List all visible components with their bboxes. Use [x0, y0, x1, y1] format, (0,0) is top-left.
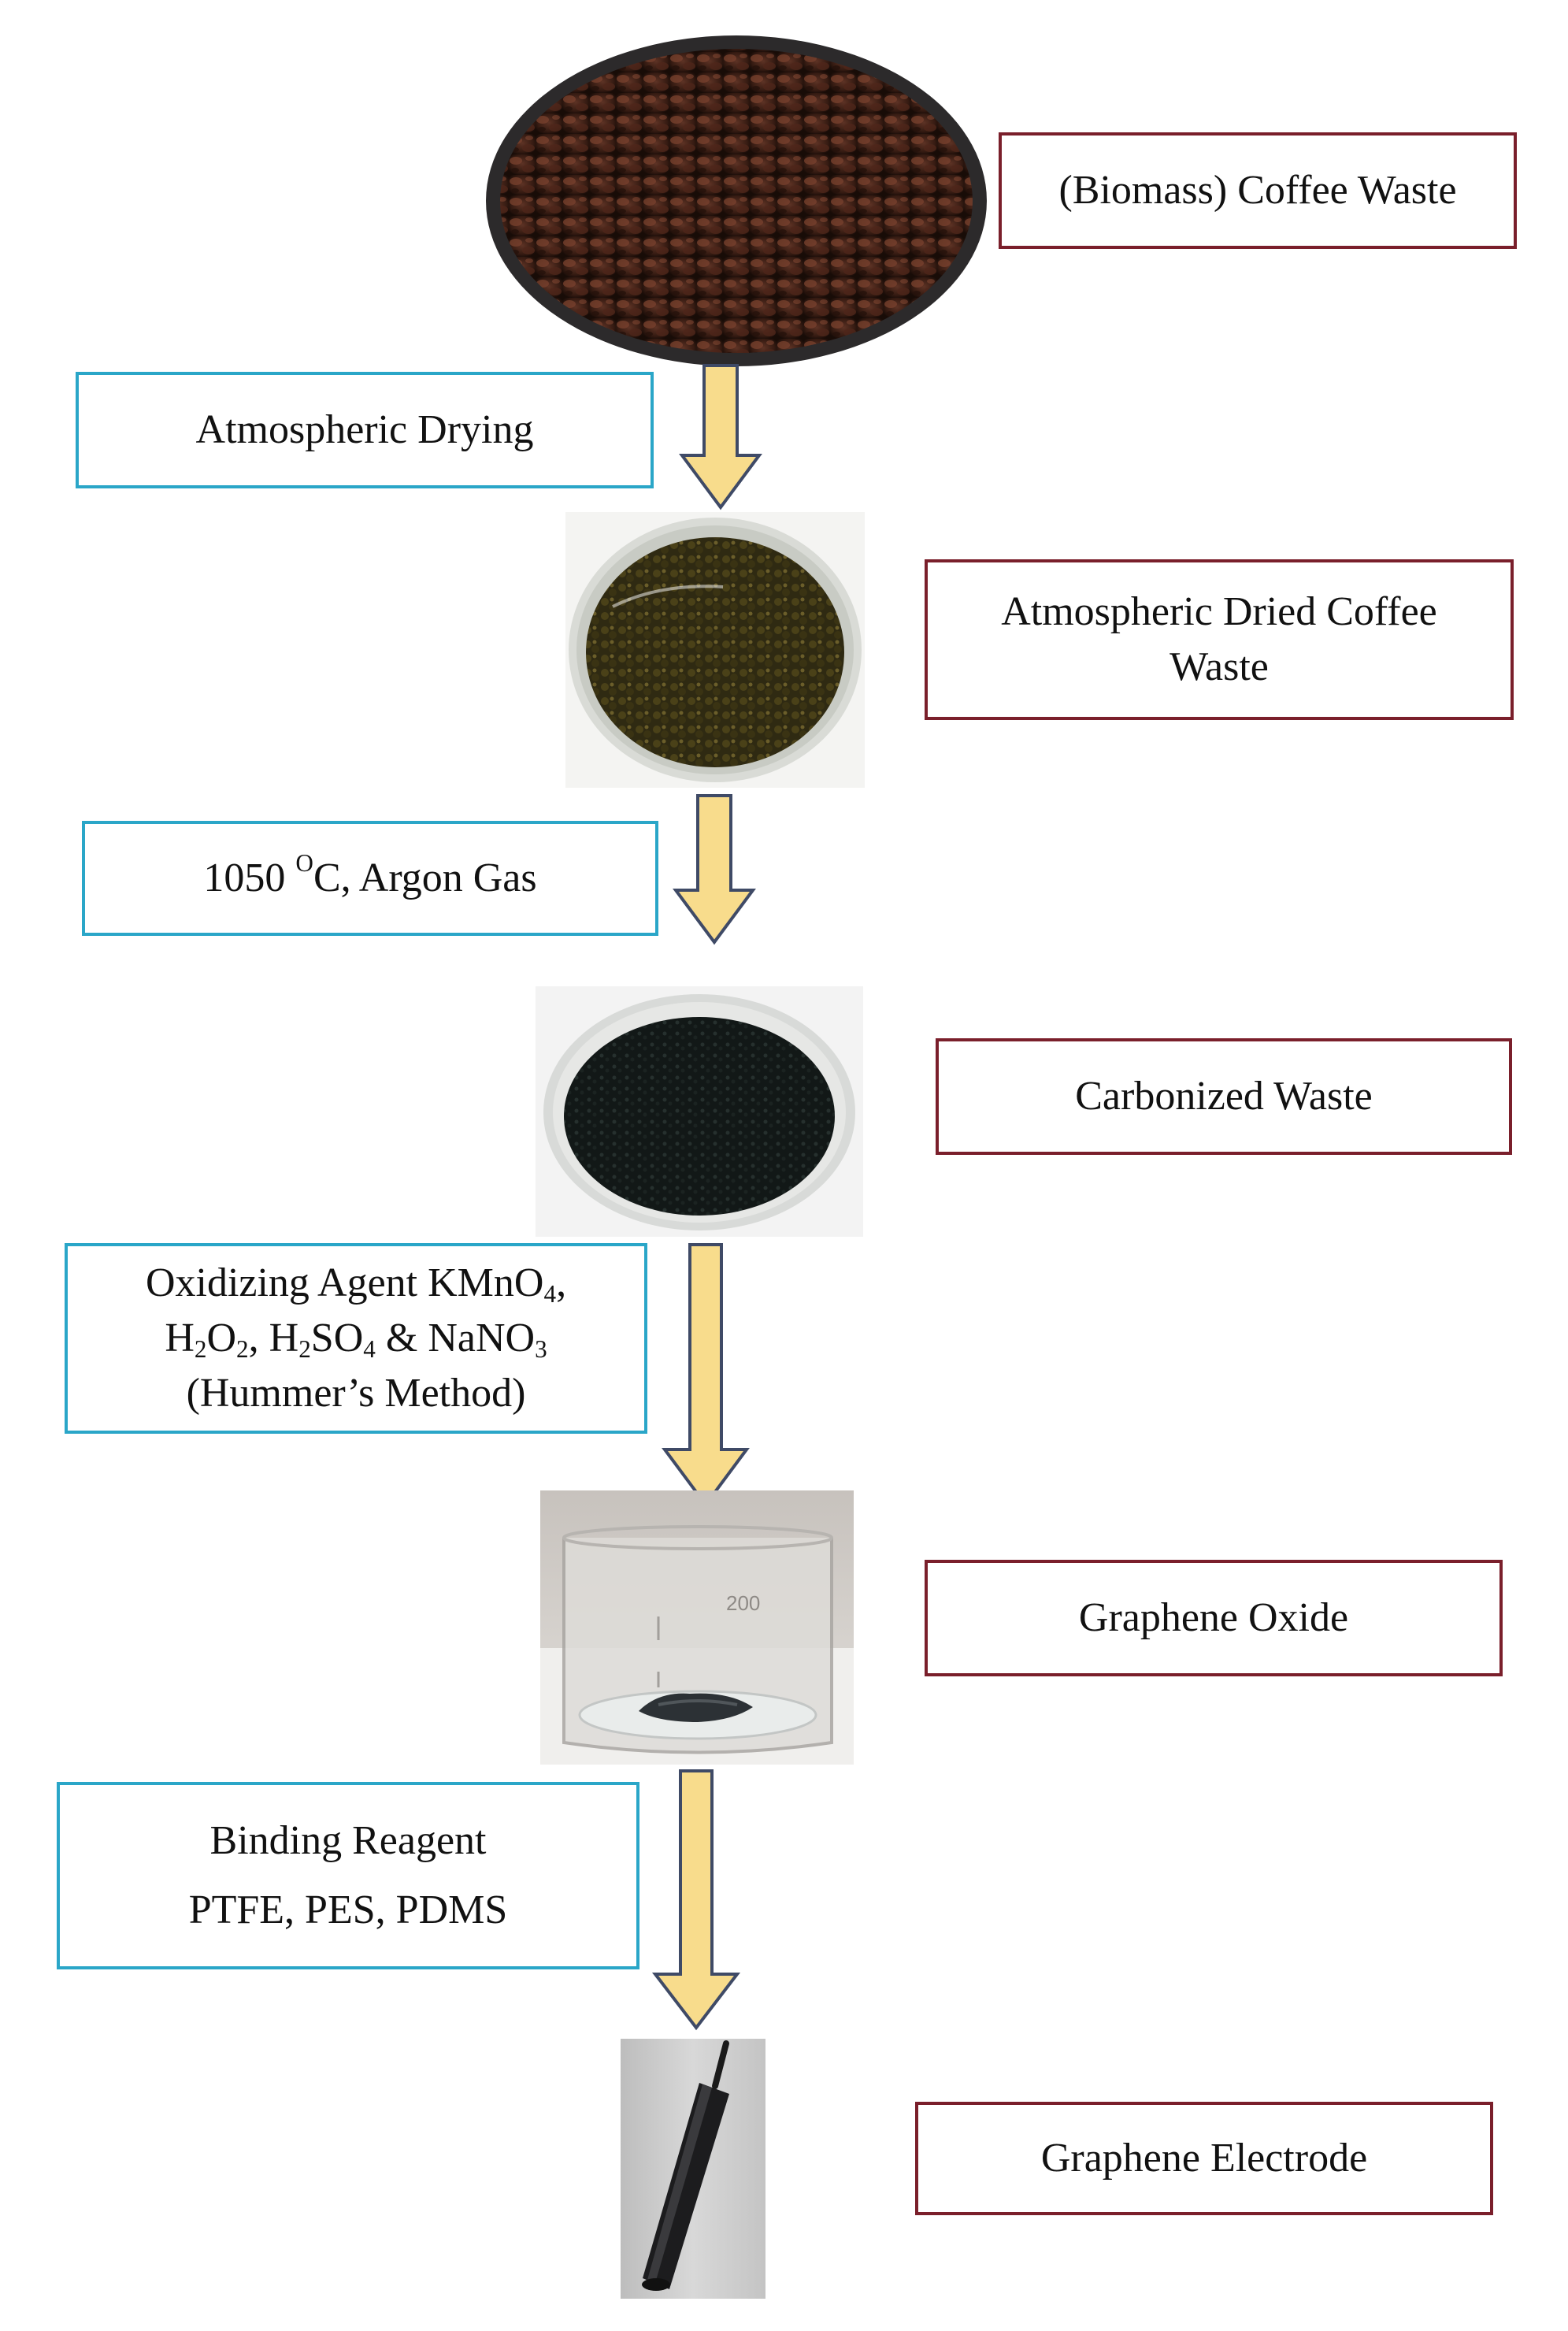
step-box-binding-reagent: Binding Reagent PTFE, PES, PDMS	[57, 1782, 639, 1969]
product-box-dried-coffee-waste: Atmospheric Dried Coffee Waste	[925, 559, 1514, 720]
product-label: Graphene Oxide	[1078, 1594, 1349, 1640]
formula-part: SO	[310, 1315, 364, 1360]
condition-text: C, Argon Gas	[313, 855, 537, 900]
formula-part: O	[206, 1315, 237, 1360]
beaker-graduation: 200	[726, 1591, 760, 1615]
step-label-line-1: Oxidizing Agent KMnO4,	[146, 1256, 566, 1311]
formula-part: , H	[248, 1315, 299, 1360]
step-box-hummers-method: Oxidizing Agent KMnO4, H2O2, H2SO4 & NaN…	[65, 1243, 647, 1434]
product-box-carbonized-waste: Carbonized Waste	[936, 1038, 1512, 1155]
oxidizer-subscript: 4	[543, 1279, 557, 1308]
dried-coffee-waste-photo	[565, 512, 865, 788]
formula-subscript: 2	[194, 1334, 207, 1363]
product-label: Carbonized Waste	[1075, 1073, 1373, 1119]
formula-subscript: 3	[535, 1334, 547, 1363]
oxidizer-comma: ,	[556, 1260, 567, 1305]
carbonized-waste-photo	[536, 986, 863, 1237]
step-box-carbonization: 1050 OC, Argon Gas	[82, 821, 658, 936]
graphene-oxide-photo: 200	[540, 1490, 854, 1765]
step-label-line-2: PTFE, PES, PDMS	[188, 1887, 508, 1932]
formula-subscript: 2	[236, 1334, 249, 1363]
product-label-line-1: Atmospheric Dried Coffee	[1001, 588, 1437, 634]
product-label: Graphene Electrode	[1040, 2135, 1368, 2181]
product-label: (Biomass) Coffee Waste	[1058, 167, 1457, 213]
down-arrow-icon	[673, 794, 756, 945]
formula-part: & NaNO	[375, 1315, 536, 1360]
oxidizer-text: Oxidizing Agent KMnO	[145, 1260, 544, 1305]
formula-subscript: 2	[298, 1334, 311, 1363]
graphene-electrode-photo	[621, 2039, 765, 2299]
formula-subscript: 4	[363, 1334, 376, 1363]
down-arrow-icon	[662, 1243, 750, 1508]
coffee-waste-photo	[486, 35, 987, 366]
formula-part: H	[165, 1315, 195, 1360]
temperature-value: 1050	[203, 855, 296, 900]
step-label-line-3: (Hummer’s Method)	[186, 1371, 526, 1416]
step-box-atmospheric-drying: Atmospheric Drying	[76, 372, 654, 488]
step-label-line-1: Binding Reagent	[209, 1817, 487, 1863]
step-label: Atmospheric Drying	[195, 406, 534, 452]
product-box-graphene-electrode: Graphene Electrode	[915, 2102, 1493, 2215]
degree-mark: O	[295, 848, 313, 877]
step-label: 1050 OC, Argon Gas	[203, 851, 536, 906]
product-box-coffee-waste: (Biomass) Coffee Waste	[999, 132, 1517, 249]
product-label-line-2: Waste	[1170, 644, 1269, 689]
step-label-line-2: H2O2, H2SO4 & NaNO3	[165, 1311, 547, 1366]
product-box-graphene-oxide: Graphene Oxide	[925, 1560, 1503, 1676]
down-arrow-icon	[651, 1769, 741, 2031]
down-arrow-icon	[679, 364, 762, 510]
